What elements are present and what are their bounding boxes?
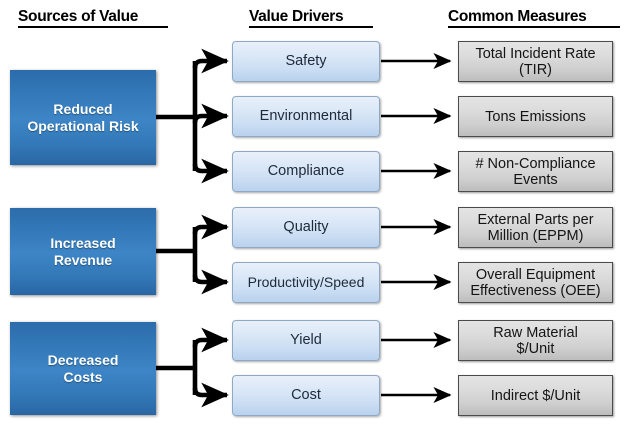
source-box-label: Decreased Costs (47, 351, 119, 385)
branch-arrow (192, 269, 229, 295)
driver-box[interactable]: Environmental (232, 96, 380, 137)
measure-box[interactable]: External Parts per Million (EPPM) (458, 207, 613, 248)
driver-box[interactable]: Cost (232, 375, 380, 416)
driver-box[interactable]: Yield (232, 320, 380, 361)
measure-box-label: Raw Material $/Unit (493, 324, 578, 357)
driver-box[interactable]: Safety (232, 41, 380, 82)
measure-box-label: Tons Emissions (485, 108, 586, 125)
measure-box[interactable]: Total Incident Rate (TIR) (458, 41, 613, 82)
driver-box[interactable]: Productivity/Speed (232, 262, 380, 303)
source-box[interactable]: Increased Revenue (10, 208, 156, 295)
driver-box-label: Safety (285, 53, 327, 69)
branch-connectors (156, 48, 229, 408)
driver-box[interactable]: Quality (232, 207, 380, 248)
measure-box[interactable]: # Non-Compliance Events (458, 151, 613, 192)
source-box-label: Reduced Operational Risk (27, 100, 139, 134)
branch-arrow (192, 103, 229, 129)
column-header-2: Common Measures (448, 8, 620, 28)
driver-box-label: Quality (283, 219, 329, 235)
branch-arrow (192, 214, 229, 240)
driver-box-label: Compliance (267, 163, 345, 179)
source-box[interactable]: Reduced Operational Risk (10, 70, 156, 165)
driver-box-label: Environmental (259, 108, 353, 124)
measure-box[interactable]: Tons Emissions (458, 96, 613, 137)
measure-box-label: # Non-Compliance Events (475, 155, 596, 188)
measure-box-label: External Parts per Million (EPPM) (477, 211, 594, 244)
measure-box-label: Total Incident Rate (TIR) (475, 45, 596, 78)
measure-box[interactable]: Raw Material $/Unit (458, 320, 613, 361)
measure-box[interactable]: Overall Equipment Effectiveness (OEE) (458, 262, 613, 303)
column-header-0: Sources of Value (18, 8, 168, 28)
source-box[interactable]: Decreased Costs (10, 322, 156, 415)
driver-box-label: Yield (290, 332, 322, 348)
driver-box-label: Productivity/Speed (247, 274, 365, 290)
measure-box[interactable]: Indirect $/Unit (458, 375, 613, 416)
measure-box-label: Indirect $/Unit (490, 387, 581, 404)
measure-connectors (381, 52, 452, 404)
measure-box-label: Overall Equipment Effectiveness (OEE) (470, 266, 601, 299)
driver-box[interactable]: Compliance (232, 151, 380, 192)
branch-arrow (192, 48, 229, 74)
source-box-label: Increased Revenue (50, 234, 116, 268)
branch-arrow (192, 382, 229, 408)
branch-arrow (192, 327, 229, 353)
column-header-1: Value Drivers (249, 8, 373, 28)
driver-box-label: Cost (291, 387, 321, 403)
branch-arrow (192, 158, 229, 184)
